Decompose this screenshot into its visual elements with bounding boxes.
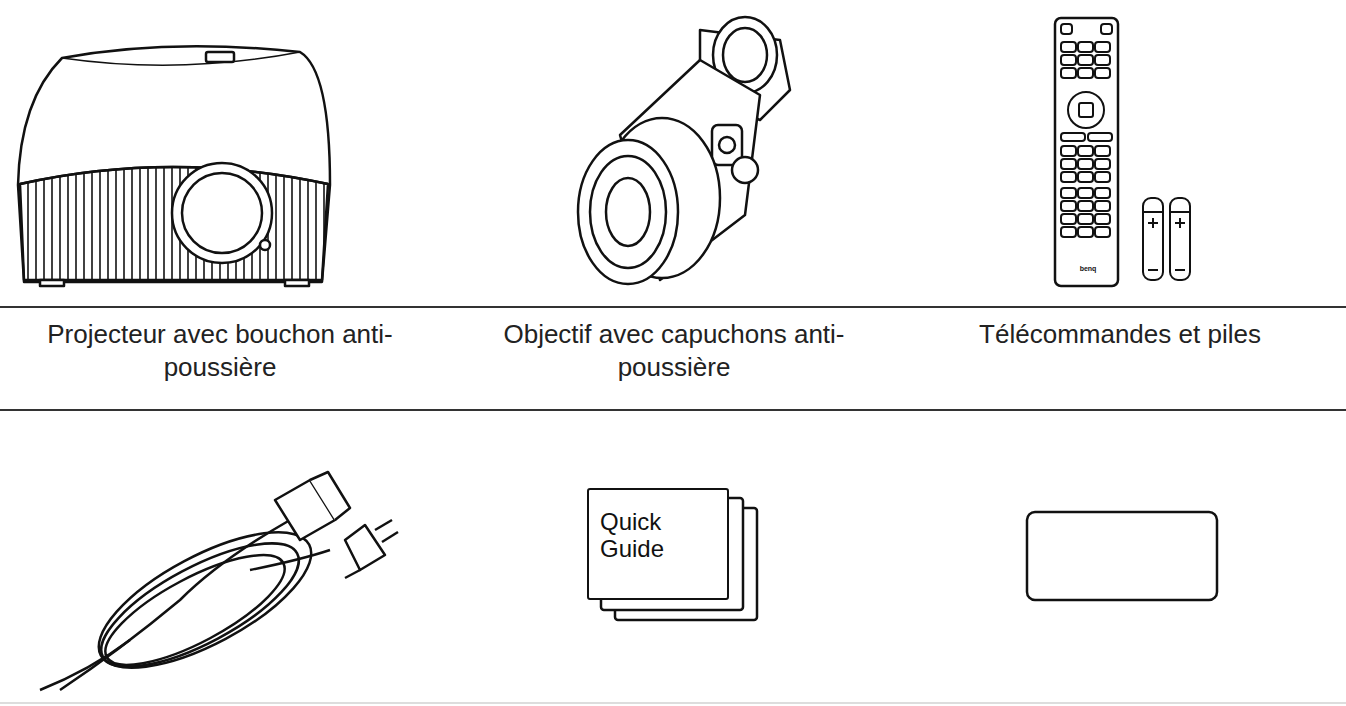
remote-button — [1061, 159, 1076, 169]
remote-button — [1078, 214, 1093, 224]
remote-button — [1061, 214, 1076, 224]
caption: Télécommandes et piles — [910, 318, 1330, 351]
remote-button — [1061, 42, 1076, 52]
remote-button — [1095, 68, 1110, 78]
caption: Objectif avec capuchons anti-poussière — [484, 318, 864, 384]
remote-button — [1078, 68, 1093, 78]
remote-button — [1061, 201, 1076, 211]
remote-button — [1095, 55, 1110, 65]
remote-button — [1061, 55, 1076, 65]
separator-line — [0, 306, 1346, 308]
remote-button — [1061, 133, 1085, 141]
remote-button — [1095, 146, 1110, 156]
remote-button — [1095, 201, 1110, 211]
remote-button — [1095, 227, 1110, 237]
remote-drawing — [1055, 18, 1118, 286]
caption: Projecteur avec bouchon anti-poussière — [40, 318, 400, 384]
remote-button — [1078, 146, 1093, 156]
remote-button — [1095, 188, 1110, 198]
card-drawing — [1027, 512, 1217, 600]
projector-drawing — [18, 46, 330, 286]
remote-button — [1095, 159, 1110, 169]
remote-button — [1061, 227, 1076, 237]
brand-logo: benq — [1076, 265, 1100, 273]
remote-button — [1061, 68, 1076, 78]
remote-button — [1095, 214, 1110, 224]
power-cord-drawing — [40, 472, 398, 694]
separator-line — [0, 409, 1346, 411]
booklet-title: Quick Guide — [600, 508, 690, 562]
lens-drawing — [578, 17, 790, 284]
remote-button — [1061, 24, 1072, 34]
remote-button — [1101, 24, 1112, 34]
separator-line — [0, 703, 1346, 704]
remote-button — [1078, 227, 1093, 237]
remote-button — [1061, 188, 1076, 198]
remote-button — [1088, 133, 1112, 141]
remote-button — [1078, 172, 1093, 182]
remote-button — [1078, 55, 1093, 65]
battery-drawing — [1143, 198, 1190, 280]
guide-booklet: Quick Guide — [587, 488, 729, 600]
remote-button — [1078, 188, 1093, 198]
remote-button — [1061, 146, 1076, 156]
remote-button — [1078, 159, 1093, 169]
remote-button — [1061, 172, 1076, 182]
remote-button — [1078, 201, 1093, 211]
remote-button — [1078, 42, 1093, 52]
remote-button — [1095, 172, 1110, 182]
remote-button — [1095, 42, 1110, 52]
